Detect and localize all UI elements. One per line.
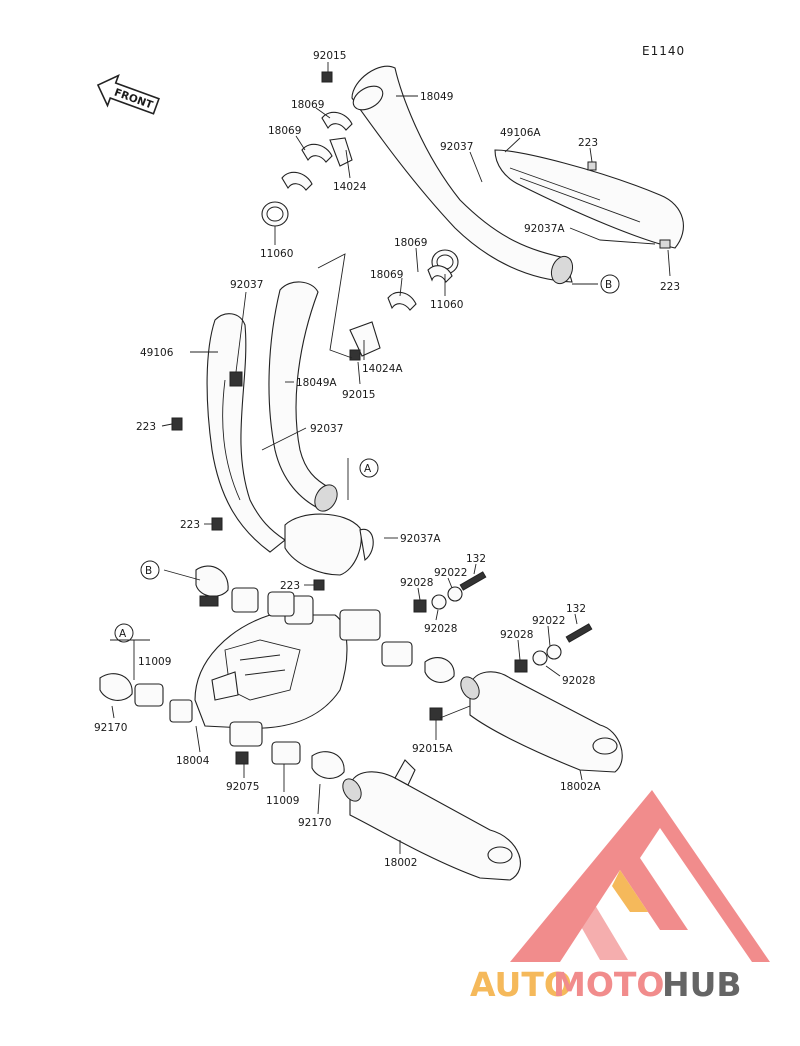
label-223: 223 bbox=[180, 519, 200, 531]
automotohub-logo: AUTO MOTO HUB bbox=[470, 790, 770, 1004]
svg-text:B: B bbox=[605, 279, 612, 291]
label-92015: 92015 bbox=[313, 50, 346, 62]
label-18002: 18002 bbox=[384, 857, 417, 869]
marker-a-upper: A bbox=[359, 458, 379, 478]
label-92022: 92022 bbox=[434, 567, 467, 579]
label-92015: 92015 bbox=[342, 389, 375, 401]
part-labels: 92015 18049 18069 18069 14024 11060 9203… bbox=[94, 50, 680, 869]
clamp-set-upper bbox=[261, 71, 353, 227]
label-18004: 18004 bbox=[176, 755, 210, 767]
heat-guard-49106A bbox=[494, 149, 684, 249]
label-92075: 92075 bbox=[226, 781, 259, 793]
logo-word-hub: HUB bbox=[662, 965, 742, 1004]
logo-word-moto: MOTO bbox=[553, 965, 664, 1004]
marker-b-lower: B bbox=[140, 560, 160, 580]
clamp-set-middle bbox=[349, 249, 459, 361]
label-14024A: 14024A bbox=[362, 363, 403, 375]
marker-b-upper: B bbox=[600, 274, 620, 294]
svg-text:A: A bbox=[119, 628, 127, 640]
label-92037: 92037 bbox=[310, 423, 343, 435]
label-18069: 18069 bbox=[370, 269, 403, 281]
label-18069: 18069 bbox=[291, 99, 324, 111]
label-223: 223 bbox=[660, 281, 680, 293]
label-11009: 11009 bbox=[138, 656, 171, 668]
label-14024: 14024 bbox=[333, 181, 367, 193]
marker-a-lower: A bbox=[114, 623, 134, 643]
label-92037: 92037 bbox=[230, 279, 263, 291]
header-pipe-18049 bbox=[351, 65, 574, 285]
label-92028: 92028 bbox=[400, 577, 433, 589]
label-92028: 92028 bbox=[562, 675, 595, 687]
label-18049A: 18049A bbox=[296, 377, 337, 389]
label-92170: 92170 bbox=[298, 817, 331, 829]
label-92028: 92028 bbox=[424, 623, 457, 635]
label-92015A: 92015A bbox=[412, 743, 453, 755]
label-18069: 18069 bbox=[394, 237, 427, 249]
label-223: 223 bbox=[280, 580, 300, 592]
diagram-code: E1140 bbox=[642, 44, 685, 58]
label-49106: 49106 bbox=[140, 347, 174, 359]
label-223: 223 bbox=[136, 421, 156, 433]
muffler-18002A bbox=[460, 671, 623, 773]
label-18049: 18049 bbox=[420, 91, 453, 103]
svg-text:A: A bbox=[364, 463, 372, 475]
front-arrow-icon: FRONT bbox=[96, 73, 160, 115]
hardware bbox=[171, 417, 593, 765]
label-92028: 92028 bbox=[500, 629, 533, 641]
leader-lines bbox=[110, 62, 671, 854]
label-18069: 18069 bbox=[268, 125, 301, 137]
header-pipe-18049A bbox=[268, 281, 338, 512]
label-92170: 92170 bbox=[94, 722, 127, 734]
label-223: 223 bbox=[578, 137, 598, 149]
label-92022: 92022 bbox=[532, 615, 565, 627]
label-18002A: 18002A bbox=[560, 781, 601, 793]
label-49106A: 49106A bbox=[500, 127, 541, 139]
label-92037A: 92037A bbox=[400, 533, 441, 545]
muffler-18002 bbox=[342, 759, 521, 881]
label-92037: 92037 bbox=[440, 141, 473, 153]
collector-box-18004 bbox=[169, 595, 381, 747]
collector-cover bbox=[284, 513, 374, 576]
sleeves bbox=[99, 565, 455, 779]
svg-text:B: B bbox=[145, 565, 152, 577]
label-132: 132 bbox=[566, 603, 586, 615]
logo-word-auto: AUTO bbox=[470, 965, 572, 1004]
heat-guard-49106 bbox=[206, 313, 286, 553]
label-92037A: 92037A bbox=[524, 223, 565, 235]
label-11060: 11060 bbox=[430, 299, 463, 311]
label-11009: 11009 bbox=[266, 795, 299, 807]
label-11060: 11060 bbox=[260, 248, 293, 260]
break-line bbox=[317, 253, 353, 359]
label-132: 132 bbox=[466, 553, 486, 565]
